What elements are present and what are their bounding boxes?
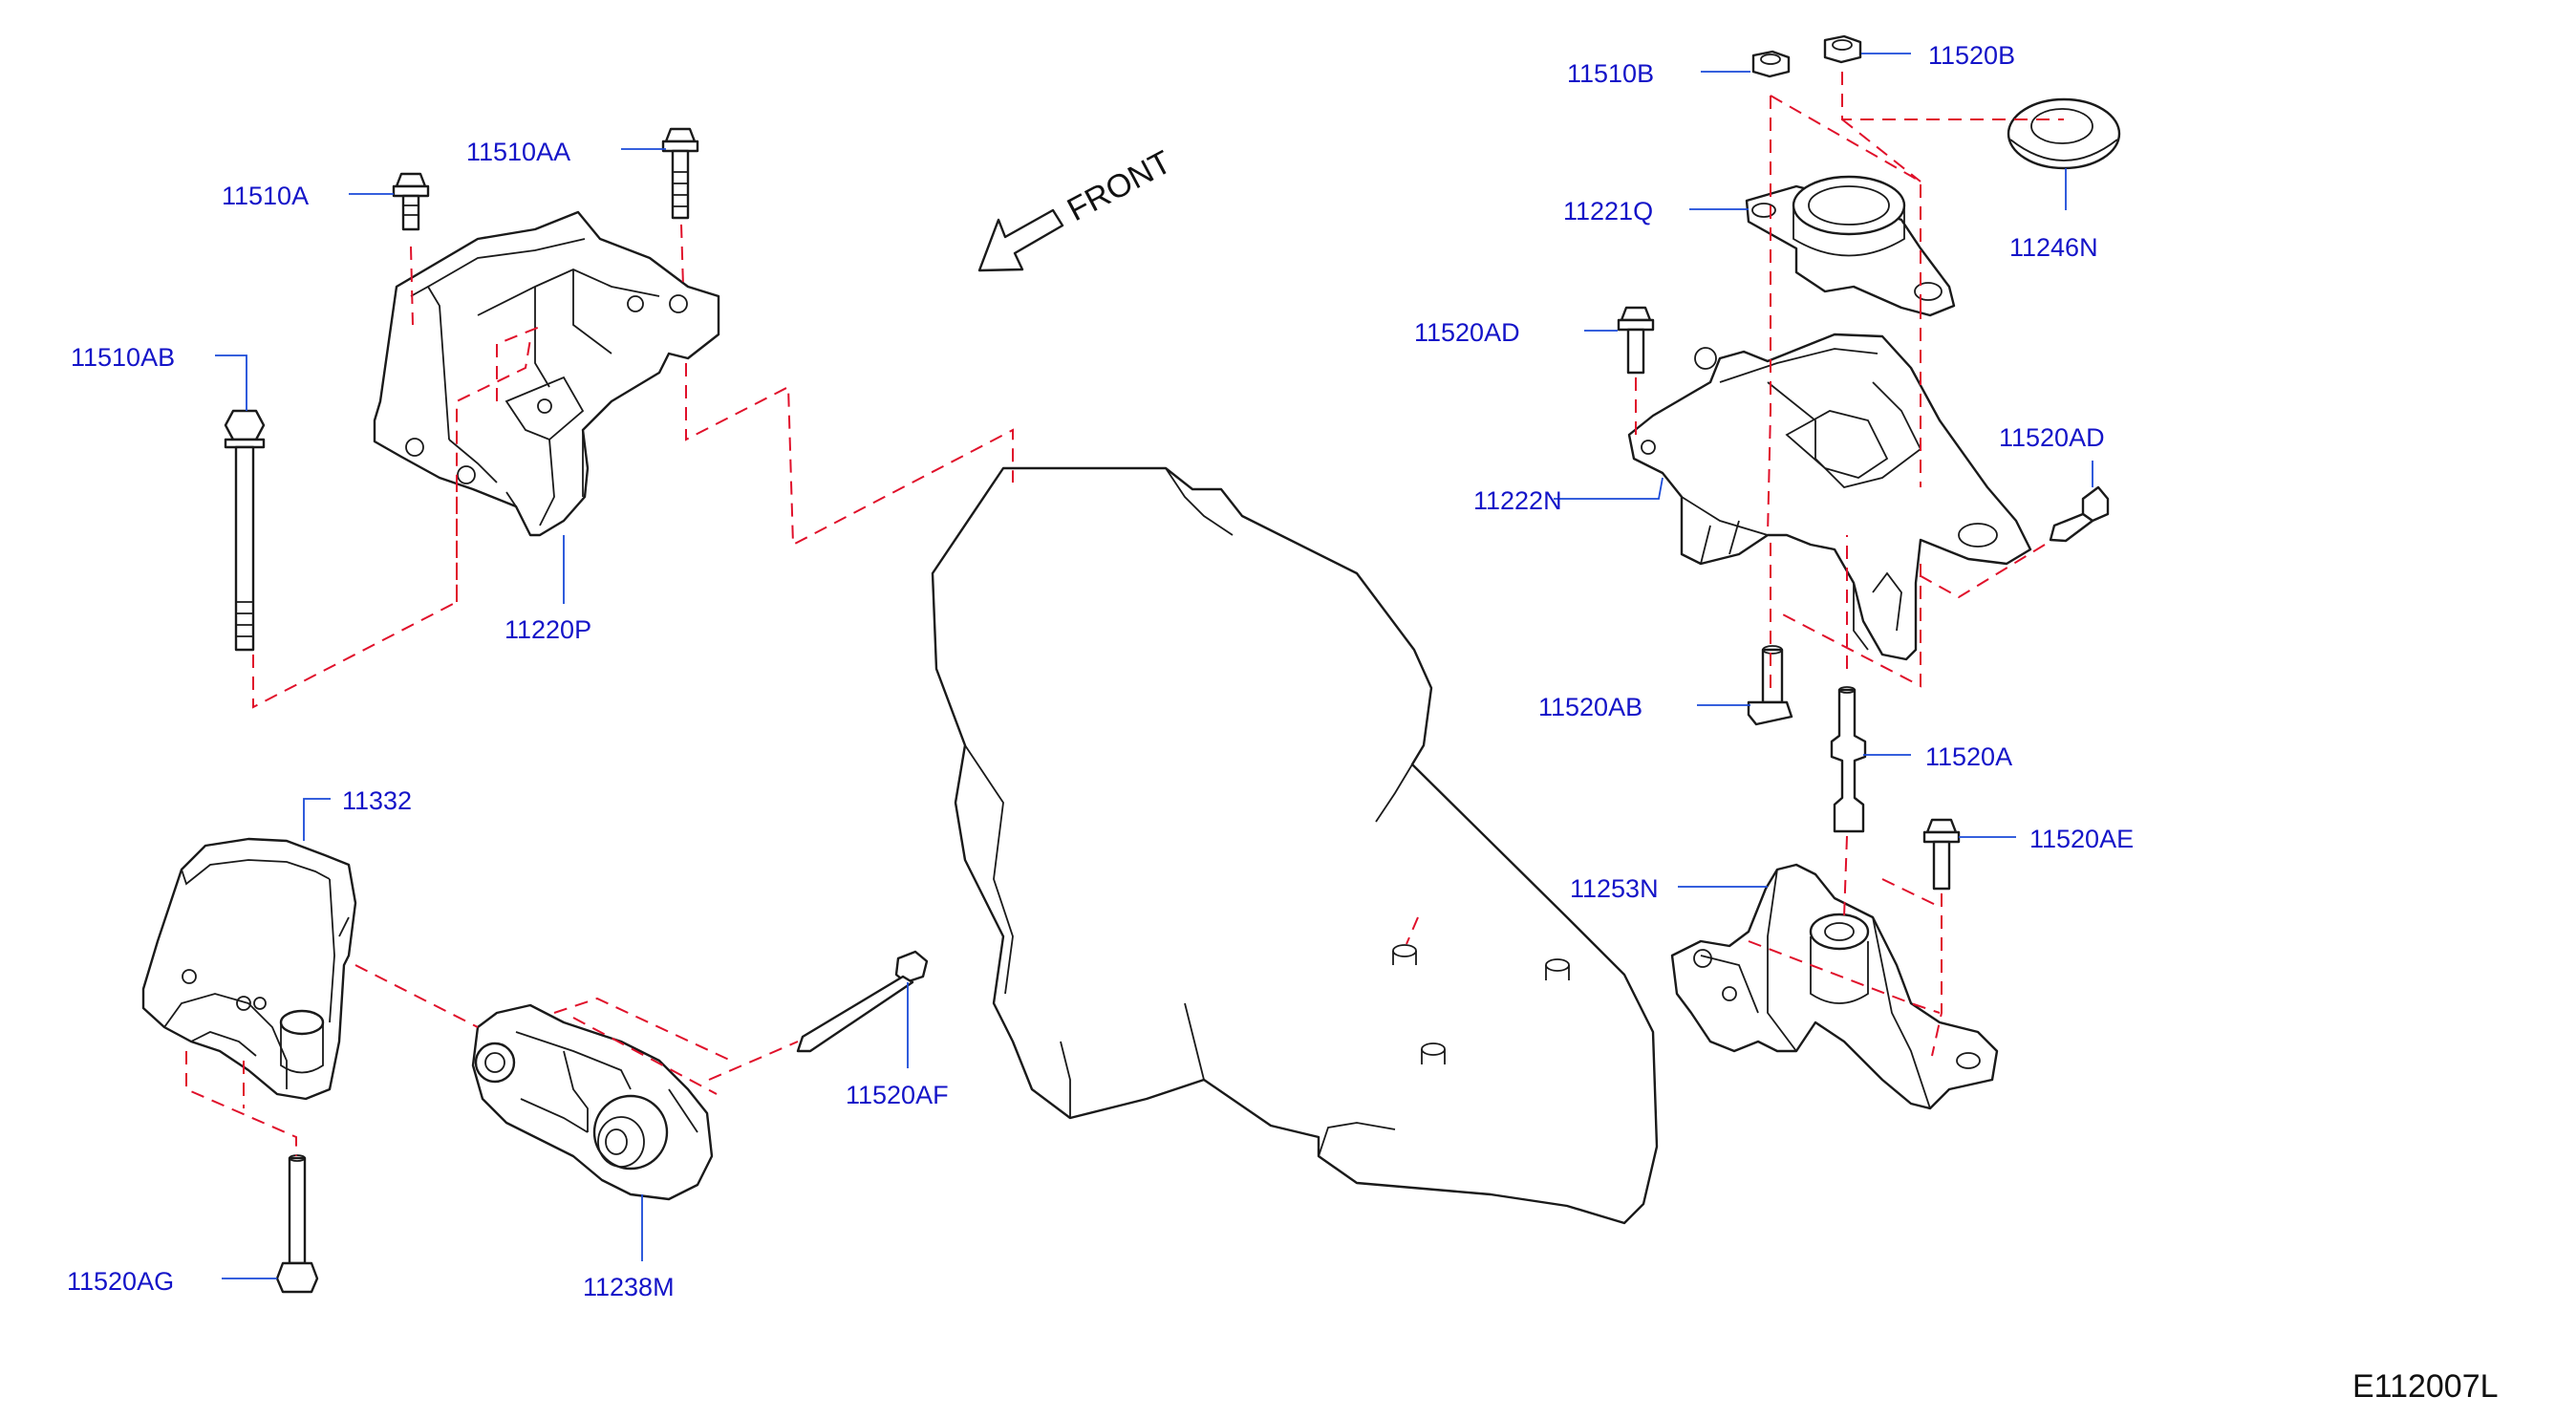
- bolt-11520AG-icon: [275, 1154, 319, 1294]
- label-11520B: 11520B: [1928, 41, 2015, 70]
- dash-lines-left-lower: [185, 964, 799, 1156]
- bolt-11520AF-icon: [796, 950, 929, 1053]
- bolt-11520AD-upper-icon: [1617, 306, 1655, 375]
- link-11238M: [471, 1003, 714, 1201]
- bracket-11221Q: [1745, 175, 1956, 317]
- label-11520AB: 11520AB: [1538, 693, 1642, 721]
- nut-11510B-icon: [1751, 50, 1791, 78]
- label-11520AF: 11520AF: [846, 1081, 949, 1109]
- label-11253N: 11253N: [1570, 874, 1659, 903]
- bolt-11520AD-side-icon: [2049, 485, 2110, 543]
- label-11510B: 11510B: [1567, 59, 1654, 88]
- dash-lines-right-lower: [1748, 835, 1943, 1057]
- label-11510A: 11510A: [222, 182, 309, 210]
- label-11520AE: 11520AE: [2029, 825, 2134, 853]
- stud-11520A-icon: [1830, 686, 1867, 833]
- diagram-code: E112007L: [2352, 1368, 2499, 1405]
- label-11222N: 11222N: [1473, 486, 1562, 515]
- front-arrow-icon: [977, 208, 1064, 272]
- bolt-11520AE-icon: [1922, 818, 1961, 891]
- label-11520AD-upper: 11520AD: [1414, 318, 1520, 347]
- label-11220P: 11220P: [504, 615, 591, 644]
- leader-lines: [215, 53, 2093, 1279]
- dash-lines-left-upper: [252, 224, 1014, 709]
- bolt-11510AA-icon: [661, 127, 699, 220]
- bolt-11510A-icon: [392, 172, 430, 231]
- label-11510AA: 11510AA: [466, 138, 570, 166]
- label-11238M: 11238M: [583, 1273, 675, 1301]
- nut-11520B-icon: [1823, 34, 1862, 64]
- label-11520AD-side: 11520AD: [1999, 423, 2105, 452]
- label-11332: 11332: [342, 786, 412, 815]
- mount-11220P: [373, 210, 720, 537]
- label-11520A: 11520A: [1925, 742, 2012, 771]
- bolt-11510AB-icon: [224, 409, 266, 652]
- bracket-11222N: [1627, 333, 2032, 661]
- cap-11246N: [2007, 97, 2121, 170]
- bracket-11332: [141, 837, 357, 1101]
- label-11520AG: 11520AG: [67, 1267, 174, 1296]
- label-11221Q: 11221Q: [1563, 197, 1653, 226]
- label-11246N: 11246N: [2009, 233, 2098, 262]
- mount-11253N: [1670, 863, 1999, 1110]
- label-11510AB: 11510AB: [71, 343, 175, 372]
- engine-block: [931, 466, 1659, 1225]
- bolt-11520AB-icon: [1747, 645, 1793, 726]
- dash-lines-right-upper: [1635, 72, 2064, 688]
- front-label: FRONT: [1062, 144, 1177, 229]
